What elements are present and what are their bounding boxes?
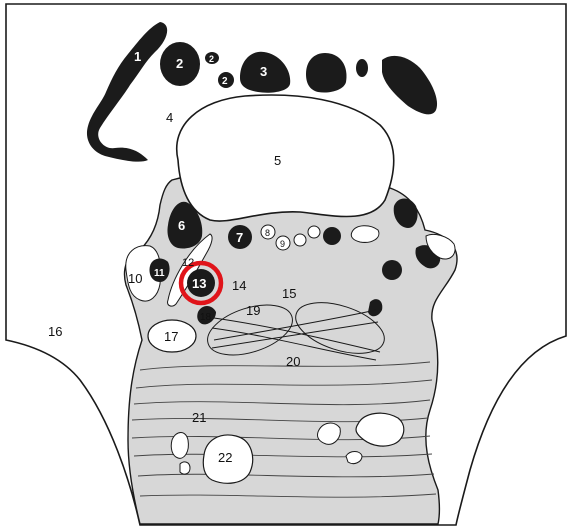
label-16: 16	[48, 324, 62, 339]
label-22: 22	[218, 450, 232, 465]
label-12: 12	[182, 257, 194, 269]
label-18: 18	[200, 312, 212, 323]
small-vessel-b	[308, 226, 320, 238]
label-15: 15	[282, 286, 296, 301]
label-7: 7	[236, 230, 243, 245]
dark-vessel-right-2	[356, 59, 368, 77]
label-6: 6	[178, 218, 185, 233]
small-vessel-a	[294, 234, 306, 246]
label-17: 17	[164, 329, 178, 344]
label-4: 4	[166, 110, 173, 125]
label-9: 9	[280, 239, 285, 249]
label-14: 14	[232, 278, 246, 293]
lower-cavity-left	[171, 433, 188, 459]
label-13: 13	[192, 276, 206, 291]
label-21: 21	[192, 410, 206, 425]
label-5: 5	[274, 153, 281, 168]
lower-cavity-small	[180, 462, 190, 474]
label-3: 3	[260, 64, 267, 79]
label-2a: 2	[176, 56, 183, 71]
small-white-structure	[351, 226, 379, 243]
label-10: 10	[128, 271, 142, 286]
label-19: 19	[246, 303, 260, 318]
right-dark-structure-2	[382, 260, 402, 280]
label-2b: 2	[209, 54, 214, 64]
label-2c: 2	[222, 76, 228, 87]
label-1: 1	[134, 49, 141, 64]
small-vessel-c	[323, 227, 341, 245]
lower-cavity-right-3	[346, 452, 362, 464]
label-20: 20	[286, 354, 300, 369]
organ-5	[177, 95, 394, 221]
label-11: 11	[154, 268, 165, 279]
label-8: 8	[265, 228, 270, 238]
